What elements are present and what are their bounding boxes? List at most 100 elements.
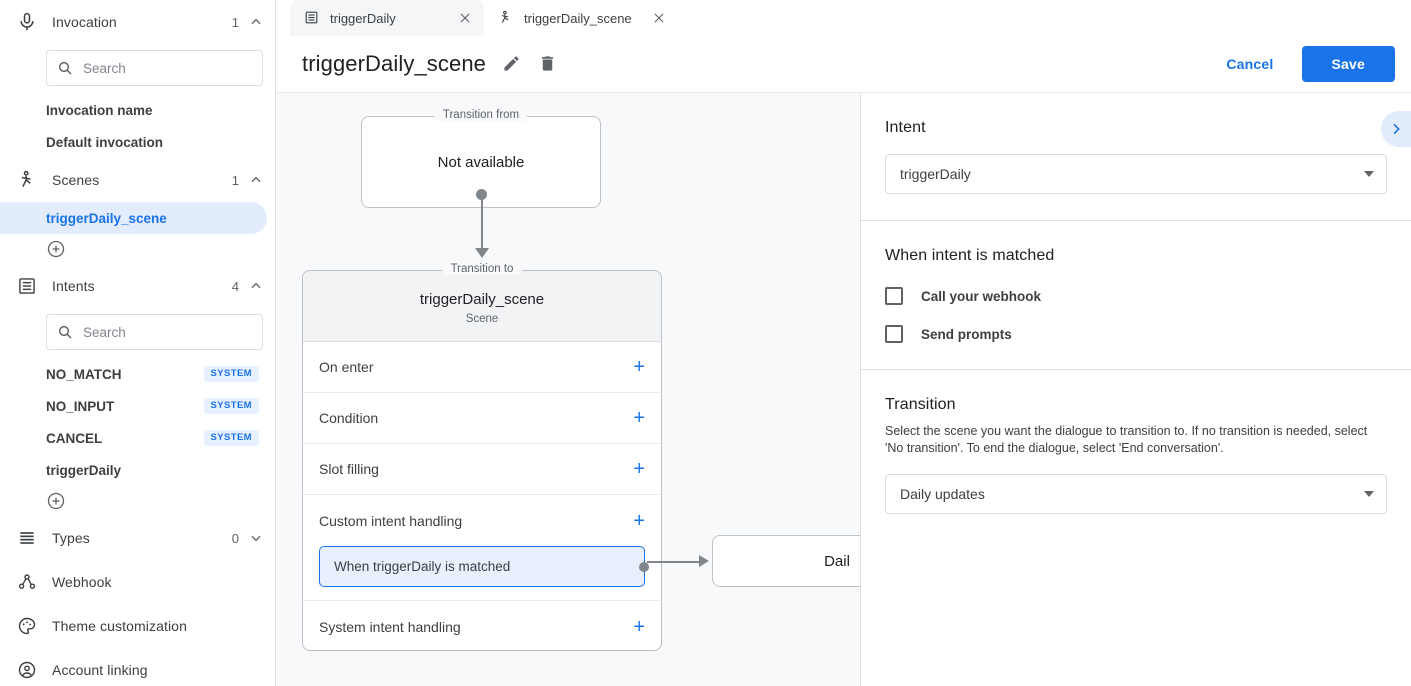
add-custom-intent-handling-button[interactable]: + — [633, 509, 645, 532]
sidebar-section-label: Intents — [52, 278, 95, 294]
pencil-icon[interactable] — [502, 54, 522, 74]
chevron-right-icon[interactable] — [1381, 111, 1411, 147]
sidebar-item-label: NO_MATCH — [46, 366, 122, 382]
checkbox-row-send-prompts[interactable]: Send prompts — [885, 325, 1387, 343]
transition-to-legend: Transition to — [442, 263, 522, 275]
add-condition-button[interactable]: + — [633, 407, 645, 429]
sidebar-item-webhook[interactable]: Webhook — [0, 560, 275, 604]
edge-arrow-down-icon — [475, 248, 489, 258]
intent-section-title: Intent — [885, 119, 926, 136]
save-button[interactable]: Save — [1301, 46, 1395, 82]
dropdown-arrow-icon — [1364, 171, 1374, 177]
sidebar-section-count: 4 — [231, 278, 239, 294]
sidebar-section-label: Types — [52, 530, 90, 546]
status-badge: SYSTEM — [203, 366, 259, 382]
sidebar-item-no-input[interactable]: NO_INPUT SYSTEM — [0, 390, 275, 422]
scene-row-condition[interactable]: Condition + — [303, 393, 661, 444]
close-icon[interactable] — [652, 11, 666, 25]
sidebar-section-count: 1 — [231, 172, 239, 188]
status-badge: SYSTEM — [203, 430, 259, 446]
edge-arrow-right-icon — [699, 555, 709, 567]
tab-triggerdaily-scene[interactable]: triggerDaily_scene — [484, 0, 678, 36]
sidebar-section-types[interactable]: Types 0 — [0, 516, 275, 560]
intent-select[interactable]: triggerDaily — [885, 154, 1387, 194]
sidebar-item-triggerdaily[interactable]: triggerDaily — [0, 454, 275, 486]
sidebar-item-account-linking[interactable]: Account linking — [0, 648, 275, 686]
sidebar-item-triggerdaily-scene[interactable]: triggerDaily_scene — [0, 202, 267, 234]
transition-select[interactable]: Daily updates — [885, 474, 1387, 514]
intent-handler-label: When triggerDaily is matched — [334, 559, 511, 574]
intents-icon — [304, 10, 320, 26]
intents-search-box[interactable] — [46, 314, 263, 350]
chevron-down-icon[interactable] — [249, 531, 263, 545]
intents-search-wrap — [0, 308, 275, 358]
chevron-up-icon[interactable] — [249, 279, 263, 293]
scene-row-custom-intent-handling[interactable]: Custom intent handling + — [303, 495, 661, 546]
page-header: triggerDaily_scene Cancel Save — [276, 36, 1411, 93]
intent-select-value: triggerDaily — [900, 166, 971, 182]
add-scene-row — [0, 234, 275, 264]
transition-target-node[interactable]: Tr Dail — [712, 535, 860, 587]
intent-section: Intent triggerDaily — [861, 93, 1411, 221]
sidebar-section-scenes[interactable]: Scenes 1 — [0, 158, 275, 202]
tab-label: triggerDaily_scene — [524, 10, 632, 26]
add-circle-icon[interactable] — [46, 239, 66, 259]
add-intent-row — [0, 486, 275, 516]
edge-vertical — [481, 194, 483, 256]
chevron-up-icon[interactable] — [249, 173, 263, 187]
transition-select-value: Daily updates — [900, 486, 985, 502]
scene-node[interactable]: Transition to triggerDaily_scene Scene O… — [302, 263, 662, 652]
scene-node-name: triggerDaily_scene — [419, 291, 545, 308]
scene-row-label: Custom intent handling — [319, 512, 463, 529]
checkbox-call-your-webhook[interactable] — [885, 287, 903, 305]
webhook-icon — [16, 571, 38, 593]
add-on-enter-button[interactable]: + — [633, 356, 645, 378]
sidebar-item-label: triggerDaily_scene — [46, 210, 167, 226]
scene-row-label: Condition — [319, 410, 379, 426]
microphone-icon — [16, 11, 38, 33]
invocation-search-box[interactable] — [46, 50, 263, 86]
tab-triggerdaily[interactable]: triggerDaily — [290, 0, 484, 36]
account-icon — [16, 659, 38, 681]
sidebar-item-theme-customization[interactable]: Theme customization — [0, 604, 275, 648]
close-icon[interactable] — [458, 11, 472, 25]
intent-handler-chip[interactable]: When triggerDaily is matched — [319, 546, 649, 587]
intents-search-input[interactable] — [83, 324, 252, 340]
checkbox-label: Send prompts — [921, 326, 1012, 342]
add-system-intent-handling-button[interactable]: + — [633, 615, 645, 638]
sidebar-item-default-invocation[interactable]: Default invocation — [0, 126, 275, 158]
checkbox-send-prompts[interactable] — [885, 325, 903, 343]
sidebar-item-label: Default invocation — [46, 134, 164, 150]
checkbox-row-call-your-webhook[interactable]: Call your webhook — [885, 287, 1387, 305]
types-icon — [16, 527, 38, 549]
scene-node-subtitle: Scene — [465, 313, 499, 325]
chevron-up-icon[interactable] — [249, 15, 263, 29]
sidebar-item-cancel[interactable]: CANCEL SYSTEM — [0, 422, 275, 454]
add-slot-filling-button[interactable]: + — [633, 458, 645, 480]
sidebar-item-no-match[interactable]: NO_MATCH SYSTEM — [0, 358, 275, 390]
right-panel: Intent triggerDaily When intent is match… — [860, 93, 1411, 686]
scene-row-system-intent-handling[interactable]: System intent handling + — [303, 601, 661, 652]
left-sidebar: Invocation 1 Invocation name Default inv… — [0, 0, 276, 686]
scene-graph-canvas[interactable]: Transition from Not available Transition… — [276, 93, 860, 686]
add-circle-icon[interactable] — [46, 491, 66, 511]
sidebar-item-label: CANCEL — [46, 430, 103, 446]
sidebar-section-intents[interactable]: Intents 4 — [0, 264, 275, 308]
invocation-search-input[interactable] — [83, 60, 252, 76]
sidebar-section-count: 0 — [231, 530, 239, 546]
scene-row-on-enter[interactable]: On enter + — [303, 342, 661, 393]
checkbox-label: Call your webhook — [921, 288, 1042, 304]
main-area: triggerDaily triggerDaily_scene triggerD… — [276, 0, 1411, 686]
scene-icon — [498, 10, 514, 26]
scene-node-header: triggerDaily_scene Scene — [303, 271, 661, 342]
scene-row-slot-filling[interactable]: Slot filling + — [303, 444, 661, 495]
sidebar-section-label: Scenes — [52, 172, 100, 188]
sidebar-section-invocation[interactable]: Invocation 1 — [0, 0, 275, 44]
sidebar-item-invocation-name[interactable]: Invocation name — [0, 94, 275, 126]
scene-icon — [16, 169, 38, 191]
trash-icon[interactable] — [538, 54, 558, 74]
cancel-button[interactable]: Cancel — [1212, 47, 1287, 81]
scene-row-label: Slot filling — [319, 461, 379, 477]
tab-label: triggerDaily — [330, 10, 396, 26]
